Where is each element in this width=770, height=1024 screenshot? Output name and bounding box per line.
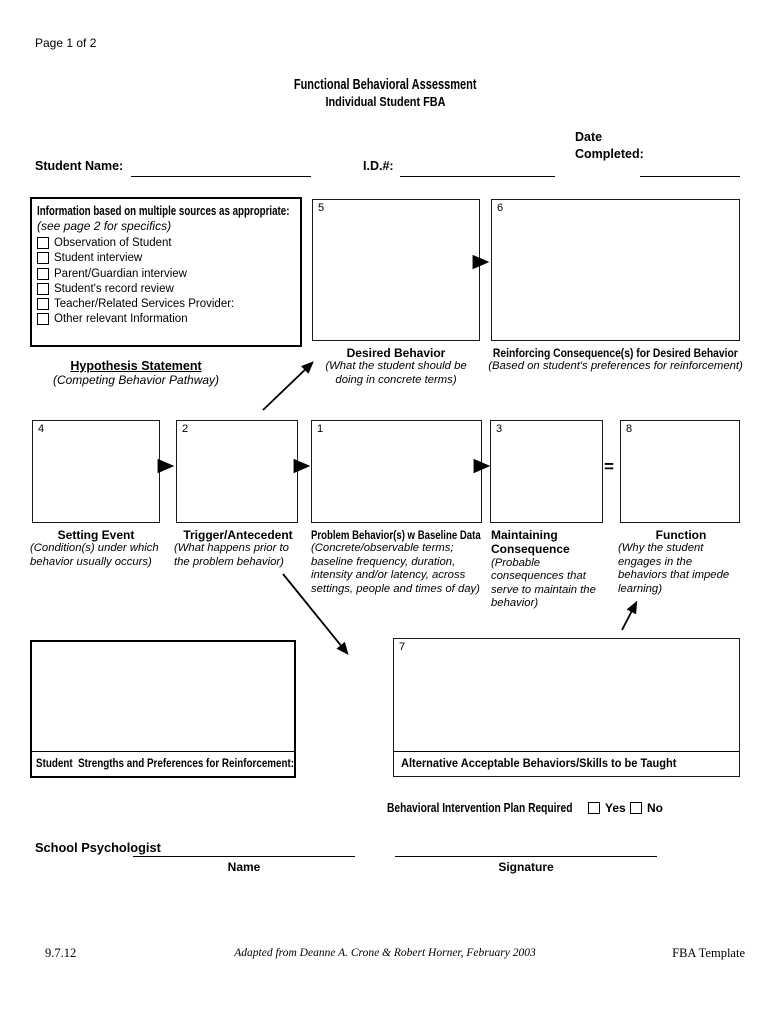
hypothesis-subtitle: (Competing Behavior Pathway)	[52, 373, 220, 387]
footer-version: 9.7.12	[45, 946, 77, 960]
alternative-behaviors-box[interactable]: 7 Alternative Acceptable Behaviors/Skill…	[393, 638, 740, 777]
setting-event-box[interactable]: 4	[32, 420, 160, 523]
footer-template-name: FBA Template	[672, 946, 745, 960]
box-number: 8	[626, 423, 633, 435]
id-line[interactable]	[400, 176, 555, 177]
box-number: 1	[317, 423, 324, 435]
form-title: Functional Behavioral Assessment	[293, 77, 477, 93]
source-item-label: Student's record review	[54, 282, 174, 295]
checkbox-observation-of-student[interactable]	[37, 237, 49, 250]
bip-no-label: No	[647, 801, 663, 815]
box-number: 4	[38, 423, 45, 435]
footer-credit: Adapted from Deanne A. Crone & Robert Ho…	[234, 947, 536, 959]
source-item-label: Other relevant Information	[54, 313, 188, 326]
setting-event-description: (Condition(s) under which behavior usual…	[30, 542, 159, 568]
psychologist-name-line[interactable]	[133, 856, 355, 857]
hypothesis-title: Hypothesis Statement	[70, 359, 202, 373]
bip-yes-checkbox[interactable]	[588, 802, 600, 814]
desired-behavior-label: Desired Behavior	[346, 346, 446, 360]
problem-behavior-box[interactable]: 1	[311, 420, 482, 523]
student-name-label: Student Name:	[35, 159, 124, 173]
desired-behavior-box[interactable]: 5	[312, 199, 480, 341]
form-subtitle: Individual Student FBA	[324, 94, 446, 109]
source-item: Teacher/Related Services Provider:	[37, 297, 295, 310]
student-name-line[interactable]	[131, 176, 311, 177]
equals-icon: =	[604, 457, 614, 476]
checkbox-student-record-review[interactable]	[37, 282, 49, 295]
date-completed-line[interactable]	[640, 176, 740, 177]
signature-caption: Signature	[498, 860, 554, 874]
psychologist-signature-line[interactable]	[395, 856, 657, 857]
box-number: 6	[497, 202, 504, 214]
trigger-antecedent-label: Trigger/Antecedent	[183, 528, 293, 542]
source-item: Parent/Guardian interview	[37, 267, 295, 280]
reinforcing-consequence-label: Reinforcing Consequence(s) for Desired B…	[493, 346, 738, 360]
box-number: 2	[182, 423, 189, 435]
bip-no-checkbox[interactable]	[630, 802, 642, 814]
checkbox-other-relevant-information[interactable]	[37, 313, 49, 326]
checkbox-student-interview[interactable]	[37, 252, 49, 265]
name-caption: Name	[227, 860, 261, 874]
problem-behavior-label: Problem Behavior(s) w Baseline Data	[311, 528, 481, 542]
sources-subtitle: (see page 2 for specifics)	[37, 219, 172, 233]
maintaining-consequence-description: (Probable consequences that serve to mai…	[491, 556, 596, 610]
bip-required-label: Behavioral Intervention Plan Required	[387, 800, 573, 815]
source-item: Student's record review	[37, 282, 295, 295]
source-item: Observation of Student	[37, 237, 295, 250]
function-label: Function	[655, 528, 707, 542]
reinforcing-consequence-description: (Based on student's preferences for rein…	[488, 360, 743, 373]
page-number: Page 1 of 2	[35, 36, 97, 50]
arrow-alternative-to-function-icon	[621, 600, 638, 631]
date-completed-label-line1: Date	[575, 130, 603, 144]
problem-behavior-description: (Concrete/observable terms; baseline fre…	[311, 542, 480, 596]
trigger-antecedent-box[interactable]: 2	[176, 420, 298, 523]
checkbox-teacher-related-services-provider[interactable]	[37, 297, 49, 310]
maintaining-consequence-box[interactable]: 3	[490, 420, 603, 523]
source-item-label: Teacher/Related Services Provider:	[54, 297, 235, 310]
trigger-antecedent-description: (What happens prior to the problem behav…	[174, 542, 289, 568]
source-item: Other relevant Information	[37, 313, 295, 326]
box-number: 7	[399, 641, 406, 653]
arrow-hypothesis-to-desired-icon	[262, 361, 314, 411]
school-psychologist-label: School Psychologist	[35, 840, 161, 855]
reinforcing-consequence-box[interactable]: 6	[491, 199, 740, 341]
function-description: (Why the student engages in the behavior…	[618, 542, 730, 596]
date-completed-label-line2: Completed:	[575, 146, 644, 161]
source-item-label: Observation of Student	[54, 237, 172, 250]
information-sources-box: Information based on multiple sources as…	[30, 197, 302, 347]
desired-behavior-description: (What the student should be doing in con…	[325, 360, 467, 386]
id-label: I.D.#:	[363, 159, 394, 173]
checkbox-parent-guardian-interview[interactable]	[37, 267, 49, 280]
sources-title: Information based on multiple sources as…	[37, 204, 290, 218]
box-number: 5	[318, 202, 325, 214]
setting-event-label: Setting Event	[57, 528, 135, 542]
function-box[interactable]: 8	[620, 420, 740, 523]
box-number: 3	[496, 423, 503, 435]
bip-yes-label: Yes	[605, 801, 626, 815]
student-strengths-caption: Student Strengths and Preferences for Re…	[36, 756, 295, 770]
source-item-label: Parent/Guardian interview	[54, 267, 187, 280]
source-item-label: Student interview	[54, 252, 143, 265]
maintaining-consequence-label: Maintaining Consequence	[491, 528, 570, 557]
source-item: Student interview	[37, 252, 295, 265]
student-strengths-box[interactable]: Student Strengths and Preferences for Re…	[30, 640, 296, 778]
alternative-behaviors-caption: Alternative Acceptable Behaviors/Skills …	[401, 756, 677, 770]
